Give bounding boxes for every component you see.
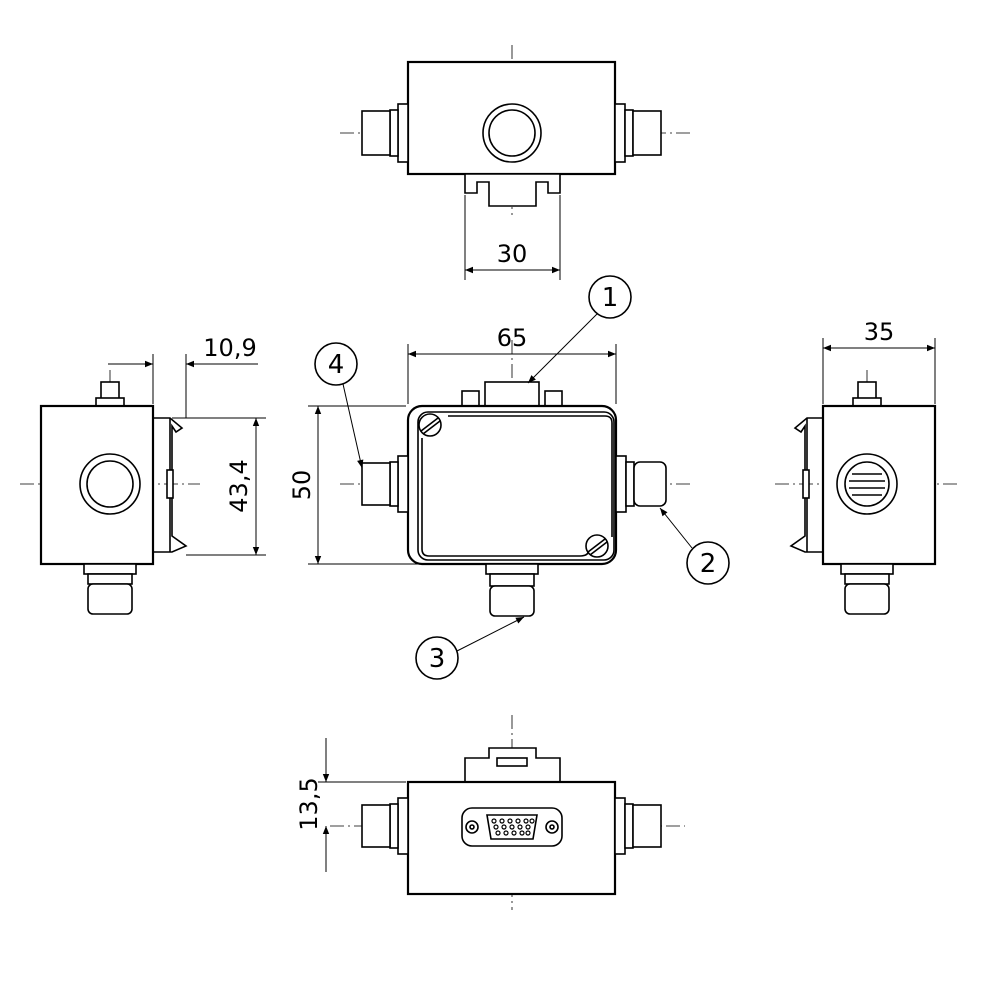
left-view-housing	[39, 404, 155, 566]
front-view-top-connector	[461, 381, 563, 407]
dim-bottom-height-label: 13,5	[295, 777, 323, 830]
bottom-view: 13,5	[295, 715, 685, 910]
callout-2-label: 2	[700, 549, 717, 579]
dim-left-depth-label: 10,9	[203, 334, 256, 362]
top-view-housing	[406, 60, 617, 176]
top-view: 30	[340, 45, 690, 280]
callout-3: 3	[415, 616, 525, 680]
top-view-center-port	[482, 103, 542, 163]
callout-2: 2	[659, 507, 730, 585]
top-view-mounting-clip	[464, 173, 561, 207]
dim-right-width-label: 35	[864, 318, 895, 346]
left-view-clip	[153, 417, 188, 553]
right-view-top-fitting	[852, 381, 882, 407]
right-view-housing	[821, 404, 937, 566]
right-view-bottom-connector	[840, 563, 894, 615]
left-view-top-fitting	[95, 381, 125, 407]
dim-top-width: 30	[464, 195, 561, 280]
callout-4-label: 4	[328, 350, 345, 380]
top-view-left-connector	[361, 103, 409, 163]
dim-left-height: 43,4	[172, 417, 266, 556]
dim-left-height-label: 43,4	[225, 459, 253, 512]
dim-top-width-label: 30	[497, 240, 528, 268]
bottom-view-mounting-clip	[464, 747, 561, 783]
bottom-view-left-connector	[361, 797, 409, 855]
callout-1-label: 1	[602, 283, 619, 313]
right-view-clip	[789, 417, 823, 553]
right-view: 35	[775, 318, 960, 615]
right-view-clip-tab	[802, 469, 810, 499]
callout-1: 1	[527, 275, 632, 384]
front-view: 65 50	[288, 324, 690, 617]
dim-right-width: 35	[822, 318, 936, 404]
dim-front-width: 65	[407, 324, 617, 404]
dim-front-width-label: 65	[497, 324, 528, 352]
bottom-view-right-connector	[614, 797, 662, 855]
dim-front-height-label: 50	[288, 470, 316, 501]
left-view-clip-tab	[166, 469, 174, 499]
left-view-port	[79, 453, 141, 515]
front-view-screw-bottom-right	[585, 534, 609, 558]
top-view-right-connector	[614, 103, 662, 163]
front-view-screw-top-left	[418, 413, 442, 437]
dim-front-height: 50	[288, 405, 486, 565]
left-view-bottom-connector	[83, 563, 137, 615]
callout-4: 4	[314, 342, 364, 469]
front-view-connector-2	[615, 455, 667, 513]
front-view-connector-4	[361, 455, 409, 513]
front-view-connector-3	[485, 563, 539, 617]
bottom-view-dsub-connector	[461, 807, 563, 847]
callout-3-label: 3	[429, 644, 446, 674]
dim-left-depth: 10,9	[108, 334, 258, 418]
right-view-vent-plug	[836, 453, 898, 515]
dim-bottom-height: 13,5	[295, 738, 406, 872]
left-view: 10,9 43,4	[20, 334, 266, 615]
front-view-cover-lip	[417, 411, 615, 561]
